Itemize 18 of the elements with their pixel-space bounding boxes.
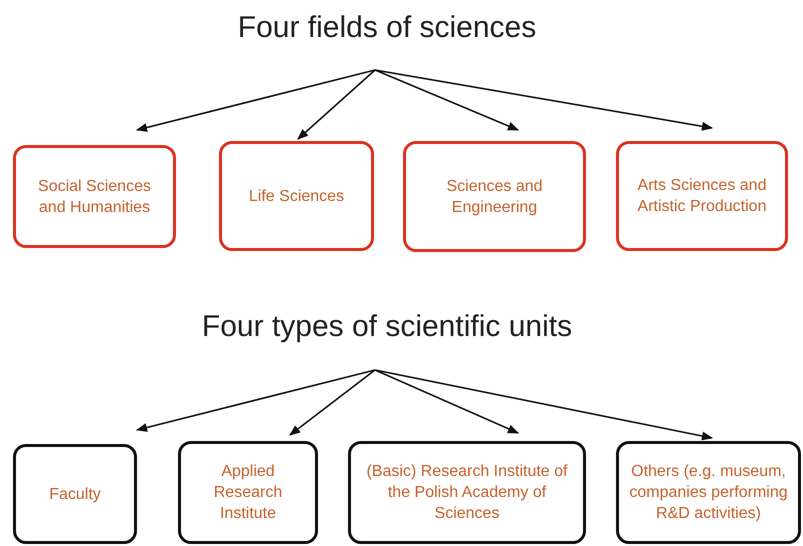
unit-box: Others (e.g. museum, companies performing R&D activities) — [616, 441, 801, 544]
arrow — [297, 69, 376, 140]
field-box: Social Sciences and Humanities — [13, 145, 176, 248]
heading: Four fields of sciences — [237, 10, 537, 46]
field-box: Life Sciences — [219, 141, 374, 251]
unit-box: Applied Research Institute — [178, 441, 318, 544]
arrow — [374, 69, 714, 131]
arrow — [374, 69, 520, 131]
unit-box: Faculty — [13, 444, 137, 544]
field-box: Sciences and Engineering — [403, 141, 586, 252]
field-box: Arts Sciences and Artistic Production — [616, 141, 788, 251]
arrow — [136, 69, 376, 132]
arrow — [289, 369, 376, 436]
heading: Four types of scientific units — [192, 308, 582, 346]
arrow — [374, 369, 520, 434]
arrow — [136, 369, 376, 432]
arrow — [374, 369, 714, 440]
unit-box: (Basic) Research Institute of the Polish Academy of Sciences — [348, 441, 586, 544]
